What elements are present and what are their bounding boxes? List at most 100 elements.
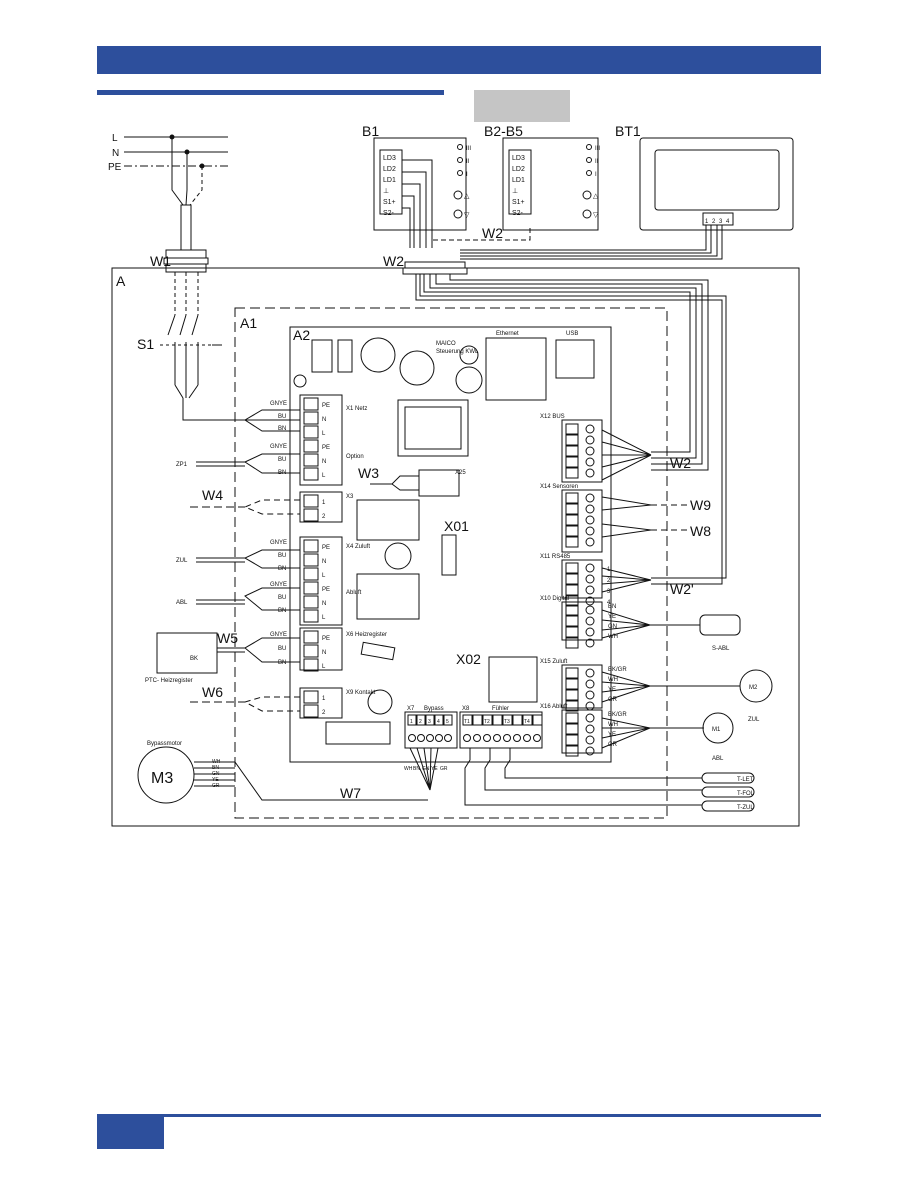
label-x02: X02 xyxy=(456,651,481,667)
right-terminal xyxy=(565,745,579,757)
right-terminal xyxy=(565,492,579,504)
x8-terminal-screw xyxy=(493,734,501,742)
label-x10: X10 Digital xyxy=(540,596,569,602)
left-terminal xyxy=(303,439,319,453)
left-terminal-label: N xyxy=(322,601,326,607)
right-terminal xyxy=(565,562,579,574)
x8-terminal xyxy=(492,714,503,726)
label-steuerung: Steuerung KWL xyxy=(436,349,479,355)
label-n: N xyxy=(112,148,119,159)
left-terminal-label: PE xyxy=(322,445,330,451)
label-zul-m: ZUL xyxy=(748,717,760,723)
label-bu-4: BU xyxy=(278,595,286,601)
left-terminal xyxy=(303,425,319,439)
x7-terminal xyxy=(407,714,417,726)
right-terminal xyxy=(565,700,579,712)
grey-label-box xyxy=(474,90,570,122)
left-terminal-label: N xyxy=(322,650,326,656)
x7-terminal xyxy=(416,714,426,726)
right-terminal xyxy=(565,525,579,537)
x8-terminal-screw xyxy=(533,734,541,742)
label-a1: A1 xyxy=(240,315,257,331)
fan-m1-wire-color: YE xyxy=(608,732,616,738)
left-terminal xyxy=(303,397,319,411)
label-bn-1: BN xyxy=(278,426,286,432)
label-x01: X01 xyxy=(444,518,469,534)
left-terminal xyxy=(303,508,319,522)
x8-terminal-screw xyxy=(483,734,491,742)
label-t-fol: T-FOL xyxy=(737,791,755,797)
led-indicator xyxy=(586,157,592,163)
led-indicator xyxy=(586,144,592,150)
right-terminal-screw xyxy=(585,504,595,514)
x8-terminal-label: T1 xyxy=(464,719,470,725)
led-label: I xyxy=(466,172,468,178)
x7-terminal xyxy=(443,714,453,726)
up-arrow-icon: △ xyxy=(464,193,470,200)
bt1-terminal-label: 4 xyxy=(726,219,730,225)
right-terminal xyxy=(565,536,579,548)
left-terminal xyxy=(303,630,319,644)
sensor-t-fol xyxy=(701,786,755,798)
left-terminal-label: N xyxy=(322,559,326,565)
x8-terminal xyxy=(502,714,513,726)
right-terminal xyxy=(565,595,579,607)
label-x25: X25 xyxy=(455,470,466,476)
x8-terminal xyxy=(522,714,533,726)
right-terminal-screw xyxy=(585,690,595,700)
left-terminal xyxy=(303,411,319,425)
bypass-motor xyxy=(137,746,195,804)
left-terminal-label: PE xyxy=(322,403,330,409)
label-x7: X7 xyxy=(407,706,415,712)
bypass-wire-color: GN xyxy=(212,771,220,777)
right-terminal-screw xyxy=(585,701,595,711)
label-w5: W5 xyxy=(217,630,238,646)
x7-terminal-label: 3 xyxy=(428,719,431,725)
right-terminal-screw xyxy=(585,585,595,595)
left-terminal-label: PE xyxy=(322,587,330,593)
left-terminal xyxy=(303,609,319,623)
label-m2: M2 xyxy=(749,685,758,691)
x8-terminal-screw xyxy=(523,734,531,742)
label-x4: X4 Zuluft xyxy=(346,544,370,550)
bypass-wire-color: WH xyxy=(212,759,221,765)
footer-line xyxy=(97,1114,821,1117)
right-terminal xyxy=(565,445,579,457)
label-bu-2: BU xyxy=(278,457,286,463)
left-terminal xyxy=(303,453,319,467)
label-m3: M3 xyxy=(151,770,173,787)
left-terminal-label: 2 xyxy=(322,710,326,716)
x8-terminal-screw xyxy=(513,734,521,742)
b-terminal-label: S1+ xyxy=(512,199,525,206)
board-a2 xyxy=(289,326,612,763)
right-terminal-screw xyxy=(585,713,595,723)
left-terminal-label: L xyxy=(322,615,326,621)
led-indicator xyxy=(457,157,463,163)
label-w2-mid: W2 xyxy=(482,225,503,241)
right-terminal xyxy=(565,678,579,690)
x8-terminal xyxy=(482,714,493,726)
right-terminal-screw xyxy=(585,724,595,734)
x7-terminal-label: 5 xyxy=(446,719,449,725)
page-number-box xyxy=(97,1117,164,1149)
b-terminal-label: ⊥ xyxy=(512,188,518,195)
down-button-icon xyxy=(582,209,592,219)
sensor-t-zul xyxy=(701,800,755,812)
left-terminal xyxy=(303,690,319,704)
motor-wire-color: GN xyxy=(422,766,430,772)
right-terminal xyxy=(565,637,579,649)
label-x2: Option xyxy=(346,454,364,460)
bt1-terminal-label: 3 xyxy=(719,219,723,225)
right-terminal-screw xyxy=(585,596,595,606)
bt1-display xyxy=(654,149,780,211)
label-w9: W9 xyxy=(690,497,711,513)
label-w8: W8 xyxy=(690,523,711,539)
label-maico: MAICO xyxy=(436,341,456,347)
label-gnye-5: GNYE xyxy=(270,632,287,638)
digital-wire-color: GN xyxy=(608,624,617,630)
fan-m2-wire-color: GR xyxy=(608,697,618,703)
label-x14: X14 Sensoren xyxy=(540,484,578,490)
label-bu-1: BU xyxy=(278,414,286,420)
led-indicator xyxy=(457,144,463,150)
